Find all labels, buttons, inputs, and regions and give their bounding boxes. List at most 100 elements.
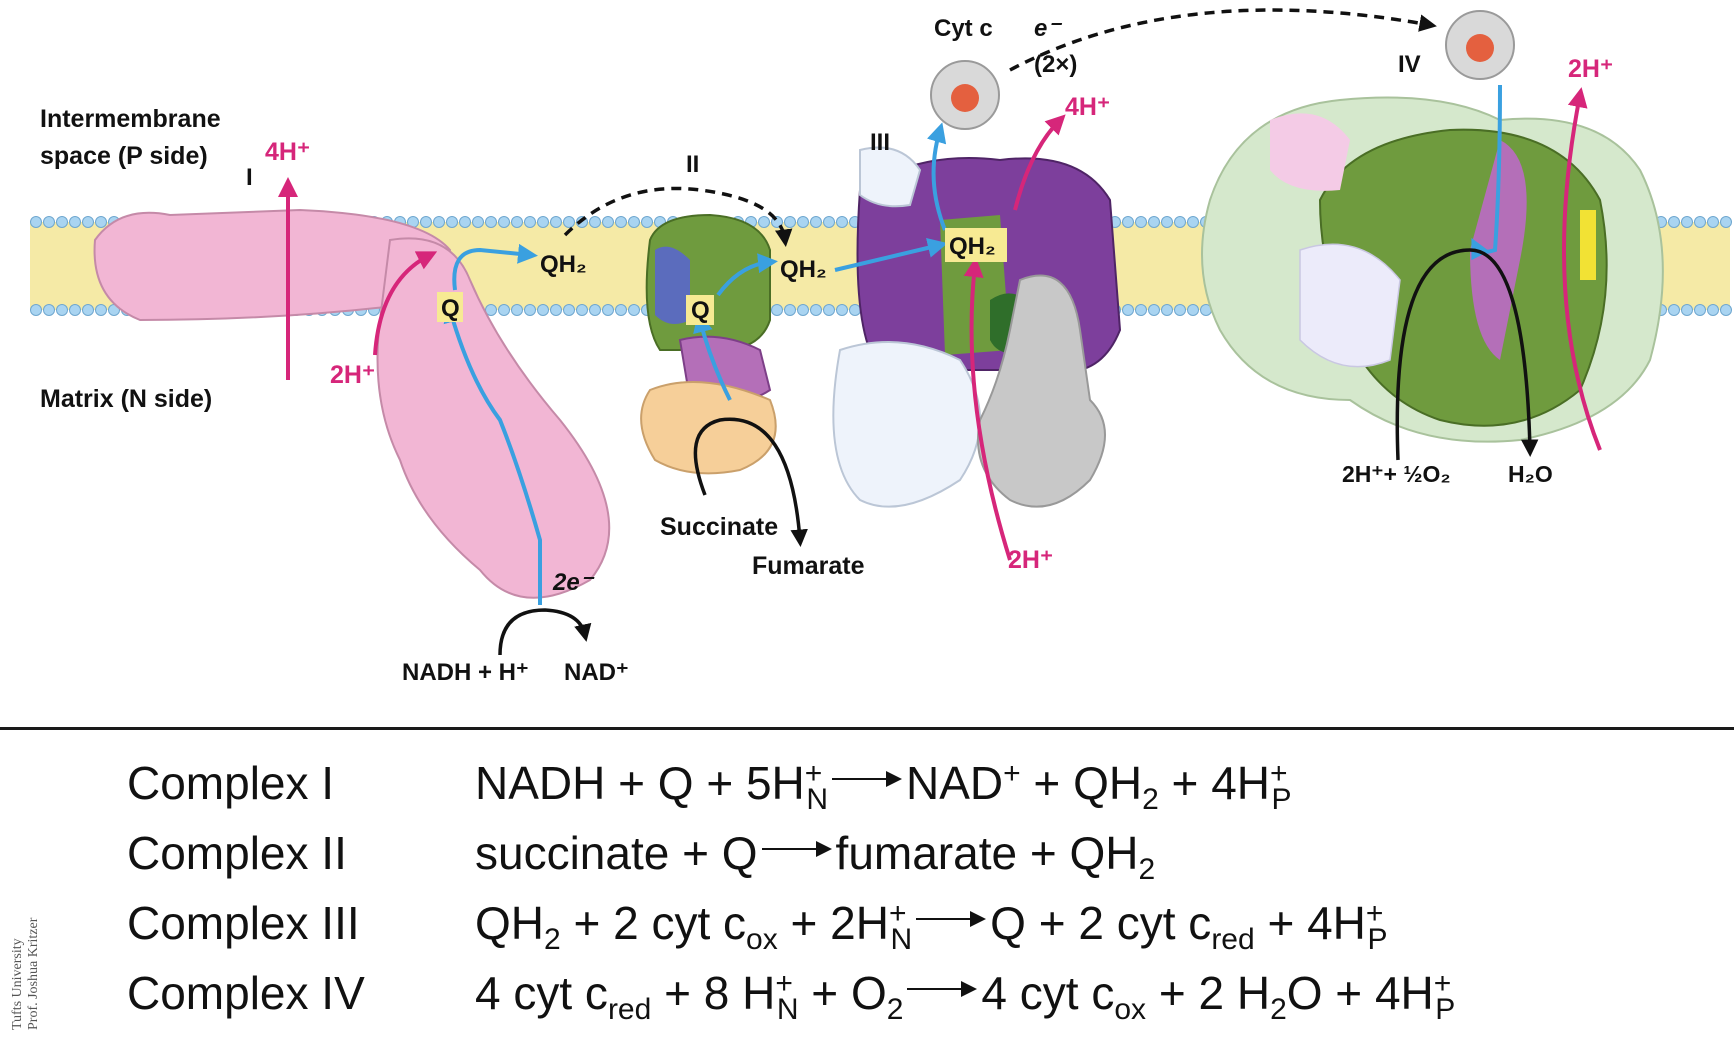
- fumarate-label: Fumarate: [752, 552, 865, 580]
- lipid-head: [602, 304, 614, 316]
- lipid-head: [1148, 304, 1160, 316]
- equation-label: Complex III: [127, 897, 360, 949]
- lipid-head: [615, 304, 627, 316]
- lipid-head: [1161, 304, 1173, 316]
- succinate-label: Succinate: [660, 513, 778, 541]
- qh2-label-3: QH₂: [949, 233, 996, 260]
- lipid-head: [537, 216, 549, 228]
- q-box-2: [686, 295, 714, 325]
- lipid-head: [524, 216, 536, 228]
- lipid-head: [30, 216, 42, 228]
- credit-text: Tufts University Prof. Joshua Kritzer: [10, 917, 41, 1030]
- lipid-head: [498, 304, 510, 316]
- lipid-head: [576, 304, 588, 316]
- electron-path-arrows: [443, 84, 1502, 605]
- lipid-head: [550, 304, 562, 316]
- lipid-head: [1707, 304, 1719, 316]
- lipid-head: [628, 304, 640, 316]
- lipid-head: [589, 304, 601, 316]
- lipid-head: [433, 216, 445, 228]
- complex-III-label: III: [870, 129, 890, 156]
- lipid-head: [485, 304, 497, 316]
- lipid-head: [797, 216, 809, 228]
- lipid-head: [563, 216, 575, 228]
- lipid-head: [446, 216, 458, 228]
- lipid-head: [1187, 216, 1199, 228]
- complex-I-protein: [93, 208, 611, 599]
- lipid-head: [1694, 304, 1706, 316]
- lipid-head: [1668, 304, 1680, 316]
- complex-II-label: II: [686, 151, 699, 178]
- lipid-head: [641, 216, 653, 228]
- complex-IV-protein: [1201, 96, 1664, 443]
- complex-I-label: I: [246, 164, 253, 191]
- cyt-c-protein: [930, 60, 1000, 130]
- electron-label: e⁻: [1034, 15, 1062, 42]
- equation-label: Complex II: [127, 827, 347, 879]
- lipid-head: [498, 216, 510, 228]
- lipid-head: [758, 216, 770, 228]
- lipid-head: [511, 304, 523, 316]
- qh2-label-2: QH₂: [780, 256, 827, 283]
- lipid-head: [771, 304, 783, 316]
- q-box-1: [437, 292, 463, 322]
- lipid-head: [1187, 304, 1199, 316]
- complex-III-protein: [832, 146, 1122, 508]
- equation-label: Complex IV: [127, 967, 365, 1019]
- lipid-head: [1668, 216, 1680, 228]
- lipid-head: [615, 216, 627, 228]
- complex-III-2h-label: 2H⁺: [1008, 546, 1053, 574]
- lipid-head: [784, 304, 796, 316]
- proton-arrows: [278, 87, 1602, 561]
- complex-I-4h-label: 4H⁺: [265, 138, 310, 166]
- reaction-arrow: [916, 909, 987, 929]
- lipid-head: [810, 216, 822, 228]
- lipid-head: [1681, 304, 1693, 316]
- intermembrane-label-2: space (P side): [40, 142, 208, 170]
- lipid-head: [836, 216, 848, 228]
- electron-transport-diagram: Intermembrane space (P side) Matrix (N s…: [30, 8, 1732, 686]
- diagram-text: Intermembrane space (P side) Matrix (N s…: [40, 15, 1613, 686]
- lipid-head: [524, 304, 536, 316]
- lipid-head: [1135, 304, 1147, 316]
- complex-IV-label: IV: [1398, 51, 1421, 78]
- lipid-head: [420, 216, 432, 228]
- qh2-label-1: QH₂: [540, 251, 587, 278]
- lipid-head: [82, 304, 94, 316]
- lipid-head: [823, 304, 835, 316]
- lipid-head: [1720, 304, 1732, 316]
- lipid-head: [459, 216, 471, 228]
- nad-label: NAD⁺: [564, 659, 629, 686]
- complex-III-4h-label: 4H⁺: [1065, 93, 1110, 121]
- lipid-head: [1174, 304, 1186, 316]
- lipid-head: [511, 216, 523, 228]
- section-divider: [0, 727, 1734, 730]
- complex-IV-2h-label: 2H⁺: [1568, 55, 1613, 83]
- nadh-label: NADH + H⁺: [402, 659, 529, 686]
- lipid-head: [602, 216, 614, 228]
- cyt-c-label: Cyt c: [934, 15, 993, 42]
- lipid-head: [472, 216, 484, 228]
- lipid-head: [849, 304, 861, 316]
- matrix-label: Matrix (N side): [40, 385, 212, 413]
- lipid-head: [1122, 304, 1134, 316]
- lipid-head: [563, 304, 575, 316]
- complex-I-2h-label: 2H⁺: [330, 361, 375, 389]
- q-label-1: Q: [441, 295, 460, 322]
- times-two-label: (2×): [1034, 51, 1077, 78]
- lipid-head: [823, 216, 835, 228]
- reaction-arrows: [498, 8, 1539, 656]
- lipid-head: [1161, 216, 1173, 228]
- lipid-head: [1707, 216, 1719, 228]
- oxygen-reactant-label: 2H⁺+ ½O₂: [1342, 461, 1451, 487]
- lipid-head: [836, 304, 848, 316]
- lipid-head: [1135, 216, 1147, 228]
- lipid-head: [95, 216, 107, 228]
